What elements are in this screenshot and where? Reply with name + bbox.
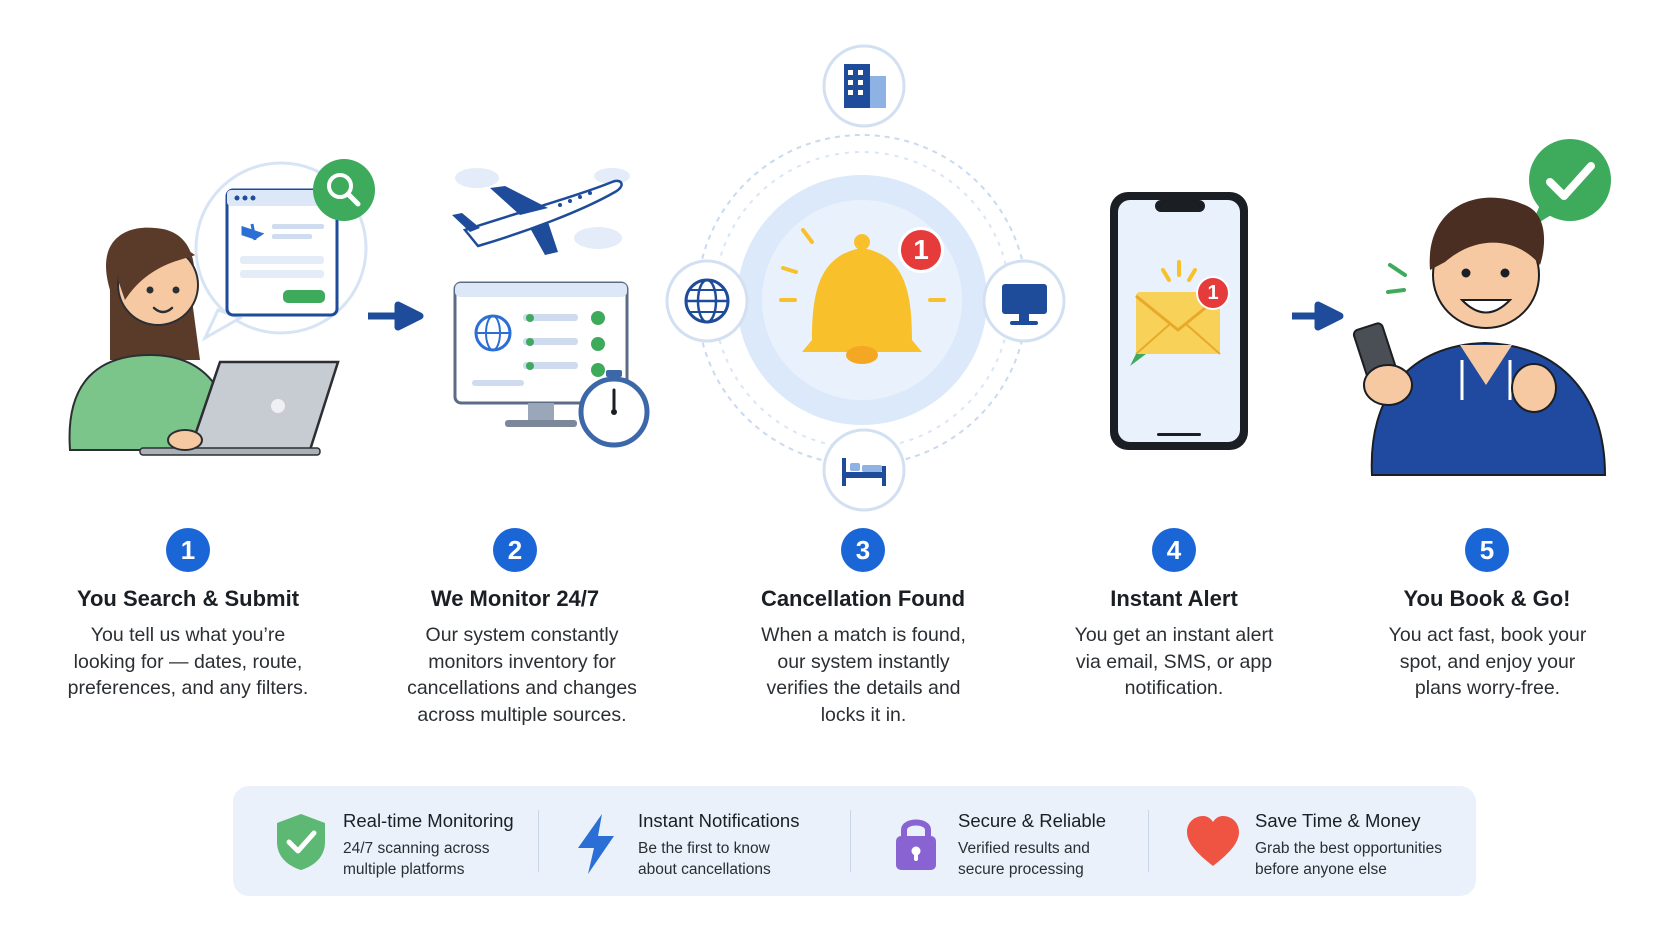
step-4: 4 Instant Alert You get an instant alert…	[1024, 528, 1324, 702]
step-number-badge: 4	[1152, 528, 1196, 572]
illustration-layer	[68, 44, 1611, 512]
feature-description: Be the first to know about cancellations	[638, 840, 771, 878]
envelope-notification-badge: 1	[1196, 276, 1230, 310]
checkmark-bubble-icon	[1529, 139, 1611, 228]
arrow-right-icon	[1292, 301, 1344, 331]
step-description: Our system constantly monitors inventory…	[407, 624, 637, 726]
step-title: We Monitor 24/7	[430, 586, 600, 611]
cloud-icon	[455, 168, 630, 249]
stopwatch-icon	[578, 370, 650, 448]
step-title: You Search & Submit	[76, 586, 300, 611]
divider	[1148, 810, 1149, 872]
globe-icon	[665, 259, 749, 343]
woman-at-laptop	[68, 227, 340, 456]
divider	[850, 810, 851, 872]
step-title: Instant Alert	[1110, 586, 1238, 611]
step-number-badge: 3	[841, 528, 885, 572]
man-with-phone	[1352, 197, 1607, 476]
bell-badge-count: 1	[913, 234, 929, 265]
building-icon	[822, 44, 906, 128]
step-number-badge: 1	[166, 528, 210, 572]
magnifier-icon	[313, 159, 375, 221]
feature-description: Grab the best opportunities before anyon…	[1255, 840, 1442, 878]
shield-check-icon	[277, 814, 325, 870]
divider	[538, 810, 539, 872]
bell-icon	[779, 228, 946, 364]
bell-notification-badge: 1	[898, 227, 944, 273]
arrow-right-icon	[368, 301, 424, 331]
step-3: 3 Cancellation Found When a match is fou…	[713, 528, 1013, 728]
feature-title: Instant Notifications	[638, 810, 800, 831]
step-title: You Book & Go!	[1403, 586, 1571, 611]
step-description: You tell us what you’re looking for — da…	[67, 624, 309, 699]
feature-bar: Real-time Monitoring 24/7 scanning acros…	[233, 786, 1476, 896]
step-2: 2 We Monitor 24/7 Our system constantly …	[365, 528, 665, 728]
airplane-icon	[452, 179, 623, 255]
step-description: When a match is found, our system instan…	[761, 624, 966, 726]
step-number-badge: 2	[493, 528, 537, 572]
monitor-icon	[453, 281, 629, 427]
step-description: You get an instant alert via email, SMS,…	[1074, 624, 1274, 699]
heart-icon	[1187, 816, 1239, 866]
feature-title: Secure & Reliable	[958, 810, 1107, 831]
step-description: You act fast, book your spot, and enjoy …	[1388, 624, 1587, 699]
bed-icon	[822, 428, 906, 512]
step-5: 5 You Book & Go! You act fast, book your…	[1337, 528, 1637, 702]
feature-title: Real-time Monitoring	[343, 810, 514, 831]
step-title: Cancellation Found	[760, 586, 966, 611]
envelope-badge-count: 1	[1207, 282, 1219, 304]
step-1: 1 You Search & Submit You tell us what y…	[38, 528, 338, 702]
desktop-icon	[982, 259, 1066, 343]
lightning-bolt-icon	[578, 814, 614, 874]
feature-description: 24/7 scanning across multiple platforms	[343, 840, 490, 878]
step-number-badge: 5	[1465, 528, 1509, 572]
feature-title: Save Time & Money	[1255, 810, 1421, 831]
padlock-icon	[896, 819, 936, 870]
feature-description: Verified results and secure processing	[958, 840, 1090, 878]
